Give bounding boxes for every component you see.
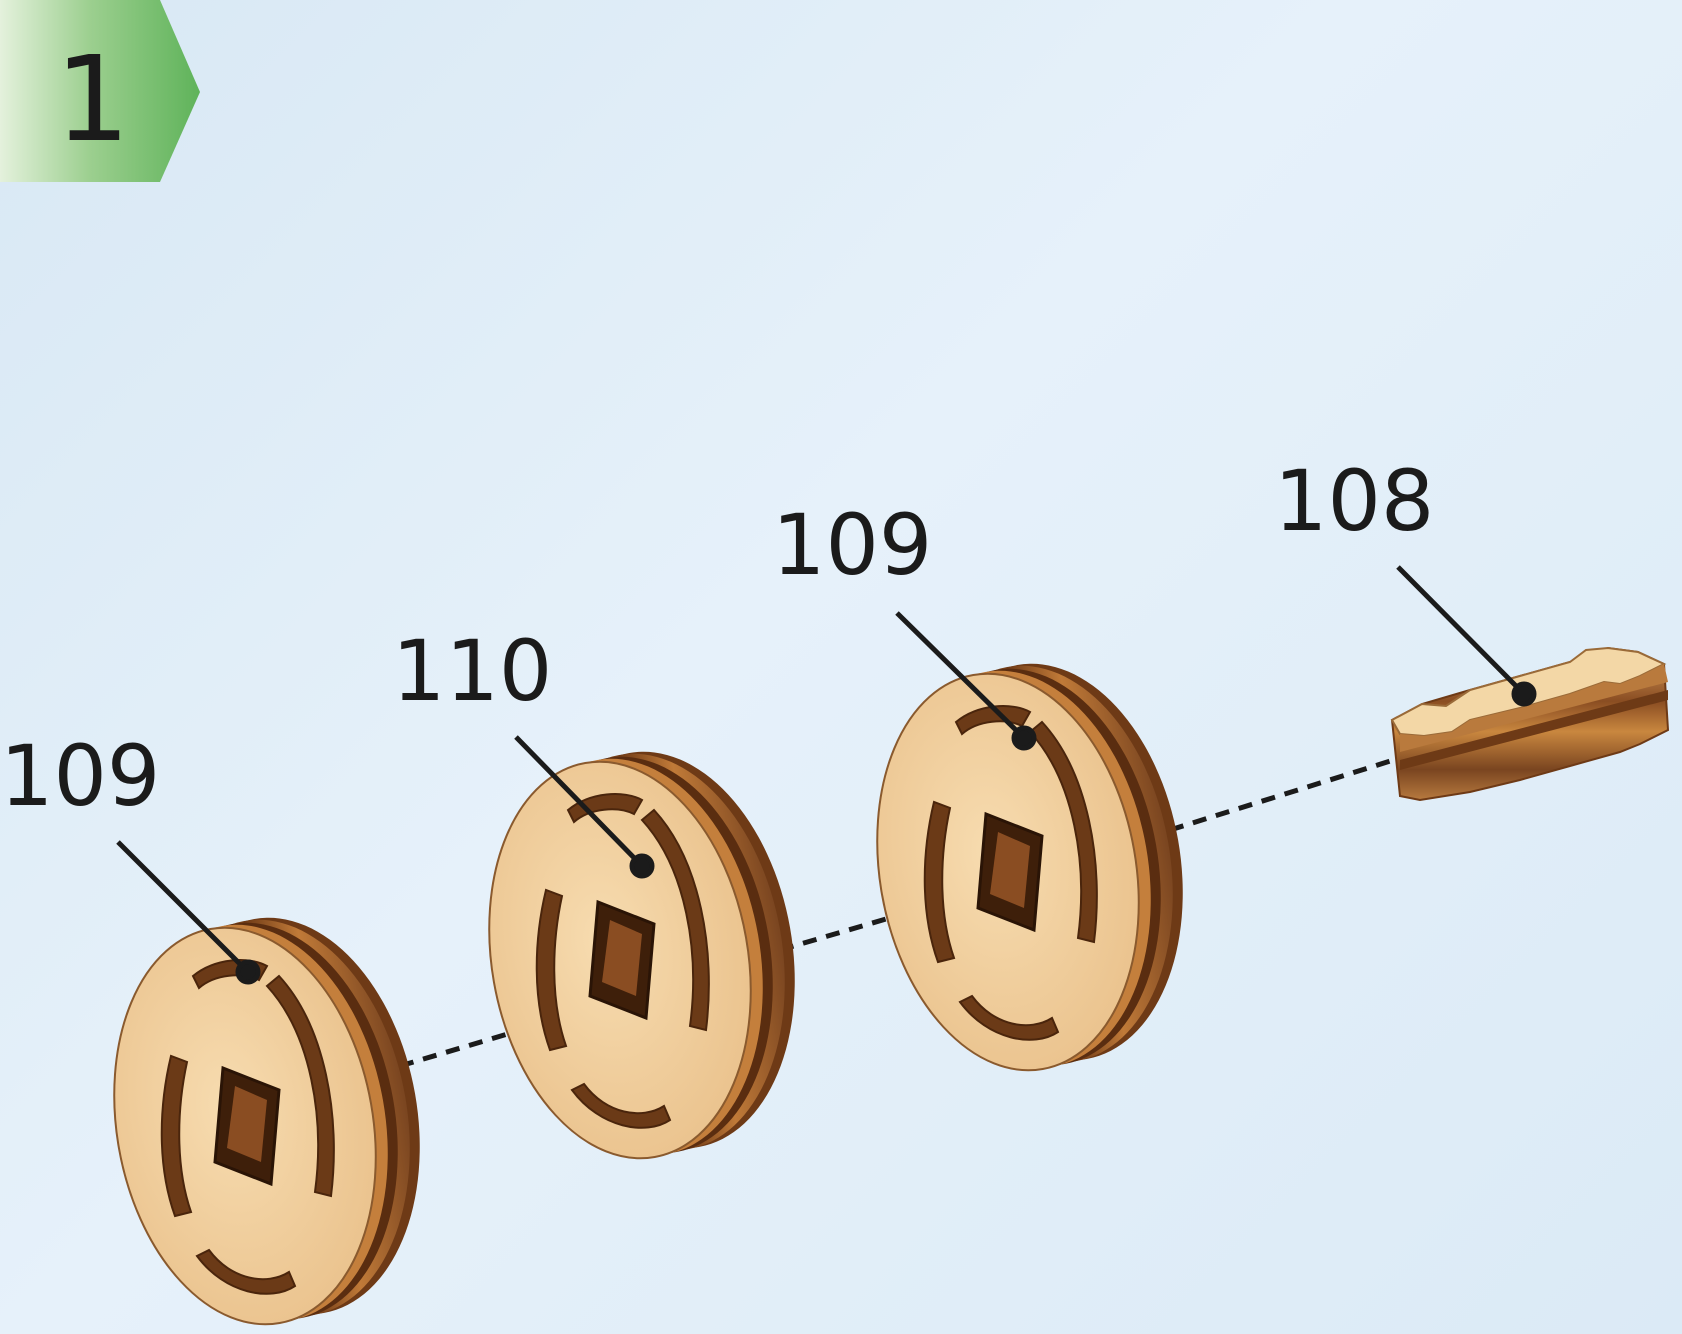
part-label-109-left: 109 <box>0 727 160 825</box>
step-badge: 1 <box>0 0 200 182</box>
part-label-109-right: 109 <box>772 496 932 594</box>
axle-block-108 <box>1390 646 1670 802</box>
pulley-wheel-109-right <box>845 641 1215 1093</box>
step-number: 1 <box>55 30 130 168</box>
pulley-wheel-109-left <box>82 895 452 1334</box>
part-label-110: 110 <box>392 622 552 720</box>
part-label-108: 108 <box>1274 452 1434 550</box>
leader-lines <box>116 565 1537 985</box>
pulley-wheel-110 <box>457 729 827 1181</box>
